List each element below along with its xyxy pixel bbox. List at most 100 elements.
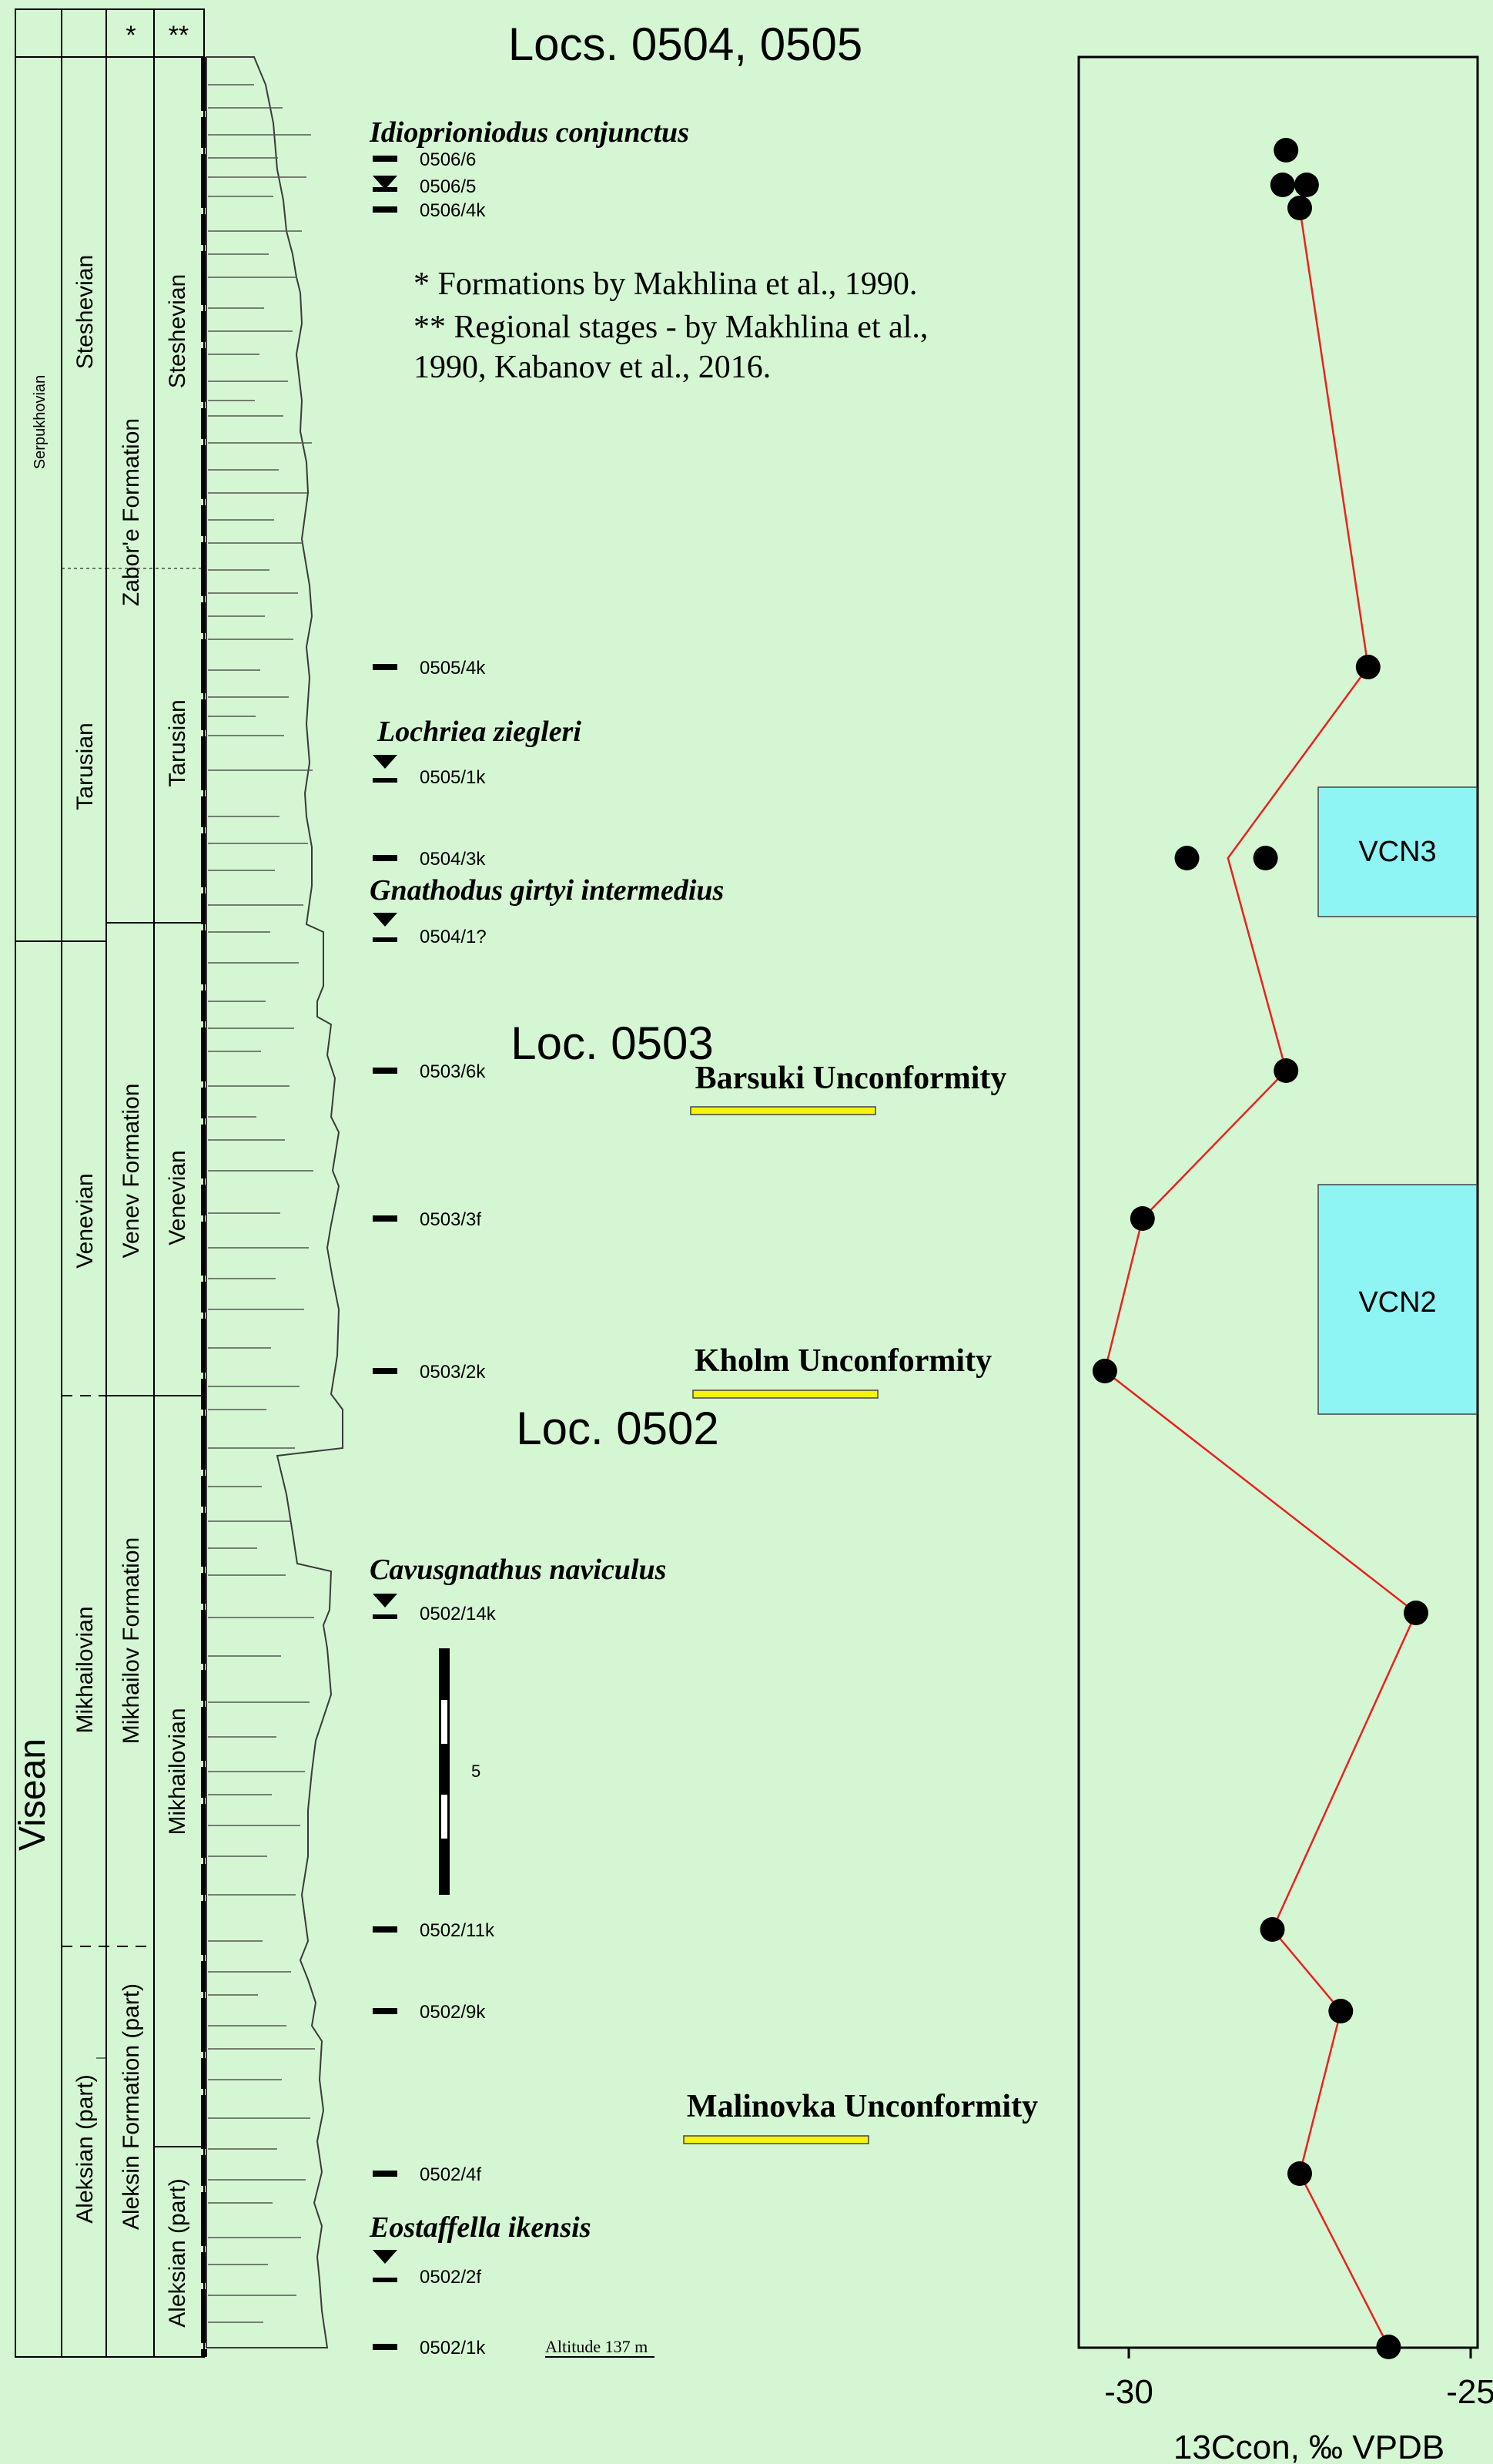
conodont-occurrence-icon (373, 913, 397, 927)
unconformity-malinovka-label: Malinovka Unconformity (687, 2089, 1038, 2124)
sample-label: 0506/4k (420, 200, 486, 221)
regional-stage-label-tarusian: Tarusian (165, 699, 190, 786)
sample-tick (373, 855, 397, 861)
x-axis-label: 13Ccon, ‰ VPDB (1173, 2429, 1444, 2464)
isotope-data-point (1274, 138, 1298, 163)
sample-tick (373, 1368, 397, 1374)
isotope-data-point (1093, 1359, 1117, 1383)
sample-tick (373, 1215, 397, 1222)
unconformity-kholm-bar (693, 1390, 878, 1398)
sample-tick (373, 937, 397, 942)
sample-label: 0502/1k (420, 2338, 486, 2358)
formation-label-aleksin: Aleksin Formation (part) (119, 1983, 144, 2230)
x-tick-label: -25 (1446, 2373, 1493, 2411)
sample-label: 0502/14k (420, 1604, 497, 1624)
isotope-data-point (1260, 1917, 1285, 1942)
isotope-data-point (1130, 1206, 1155, 1231)
system-label-visean: Visean (12, 1738, 53, 1851)
sample-label: 0503/2k (420, 1362, 486, 1383)
sample-label: 0502/11k (420, 1920, 495, 1941)
isotope-data-point (1270, 173, 1295, 197)
unconformity-barsuki-label: Barsuki Unconformity (695, 1061, 1007, 1096)
note-formations: * Formations by Makhlina et al., 1990. (413, 267, 917, 302)
regional-stage-label-venevian: Venevian (165, 1150, 190, 1245)
sample-tick (373, 1068, 397, 1074)
conodont-gnathodus: Gnathodus girtyi intermedius (370, 874, 724, 907)
unconformity-kholm-label: Kholm Unconformity (695, 1343, 992, 1379)
unconformity-barsuki-bar (691, 1107, 875, 1115)
sample-marks: 0506/6 0506/5 0506/4k 0505/4k 0505/1k 0504/3k… (373, 149, 497, 2358)
sample-tick (373, 664, 397, 670)
scale-bar: 5 (439, 1648, 480, 1895)
stage-label-steshevian: Steshevian (72, 255, 98, 369)
sample-tick (373, 1926, 397, 1933)
isotope-data-point (1287, 196, 1312, 220)
scale-bar-segment (441, 1700, 447, 1744)
system-label-serpukhovian: Serpukhovian (32, 375, 49, 469)
sample-label: 0504/1? (420, 927, 487, 947)
sample-label: 0506/6 (420, 149, 476, 170)
conodont-occurrence-icon (373, 1594, 397, 1607)
conodont-lochriea: Lochriea ziegleri (377, 716, 581, 748)
isotope-data-point (1376, 2335, 1401, 2359)
locality-title-0504-0505: Locs. 0504, 0505 (508, 18, 862, 70)
formation-label-venev: Venev Formation (119, 1084, 144, 1259)
conodont-idioprioniodus: Idioprioniodus conjunctus (369, 116, 689, 149)
conodont-occurrence-icon (373, 2250, 397, 2264)
sample-label: 0506/5 (420, 176, 476, 197)
sample-tick (373, 156, 397, 162)
isotope-data-point (1328, 1999, 1353, 2023)
sample-label: 0505/4k (420, 658, 486, 679)
sample-tick (373, 2008, 397, 2014)
stage-label-mikhailovian: Mikhailovian (72, 1606, 98, 1733)
regional-stage-label-mikhailovian: Mikhailovian (165, 1708, 190, 1835)
isotope-data-point (1274, 1058, 1298, 1083)
lithologic-log (204, 57, 343, 2357)
sample-label: 0503/3f (420, 1209, 481, 1230)
sample-label: 0505/1k (420, 767, 486, 788)
zone-label-vcn2: VCN2 (1358, 1286, 1436, 1319)
formation-marker: * (126, 21, 136, 50)
conodont-occurrence-icon (373, 755, 397, 769)
scale-bar-segment (441, 1795, 447, 1839)
stage-label-aleksian: Aleksian (part) (72, 2074, 98, 2223)
isotope-data-point (1254, 846, 1278, 870)
scale-bar-label: 5 (471, 1762, 480, 1781)
isotope-data-point (1294, 173, 1319, 197)
unconformity-malinovka-bar (684, 2136, 869, 2144)
formation-label-mikhailov: Mikhailov Formation (119, 1537, 144, 1744)
regional-stage-label-steshevian: Steshevian (165, 274, 190, 388)
stage-label-venevian: Venevian (72, 1173, 98, 1268)
scale-bar-segment (439, 1648, 450, 1895)
sample-label: 0502/2f (420, 2267, 481, 2288)
altitude-label: Altitude 137 m (545, 2337, 648, 2356)
sample-tick (373, 206, 397, 213)
sample-label: 0504/3k (420, 849, 486, 870)
conodont-cavusgnathus: Cavusgnathus naviculus (370, 1554, 666, 1586)
note-regional-stages: ** Regional stages - by Makhlina et al., (413, 310, 928, 345)
zone-label-vcn3: VCN3 (1358, 836, 1436, 868)
stage-marker: ** (169, 21, 189, 50)
formation-label-zabore: Zabor'e Formation (119, 418, 144, 606)
locality-title-0503: Loc. 0503 (510, 1017, 714, 1069)
stage-label-tarusian: Tarusian (72, 722, 98, 810)
regional-stage-label-aleksian: Aleksian (part) (165, 2178, 190, 2327)
sample-label: 0502/9k (420, 2002, 486, 2023)
sample-tick (373, 2344, 397, 2350)
isotope-data-point (1175, 846, 1200, 870)
conodont-eostaffella: Eostaffella ikensis (369, 2211, 591, 2244)
sample-tick (373, 2278, 397, 2282)
sample-tick (373, 1614, 397, 1619)
isotope-data-point (1356, 655, 1381, 679)
sample-tick (373, 2171, 397, 2177)
sample-tick (373, 778, 397, 783)
isotope-chart: VCN3 VCN2 -30 -25 13Ccon, ‰ VPDB (1079, 57, 1493, 2464)
x-tick-label: -30 (1104, 2373, 1153, 2411)
isotope-data-point (1404, 1601, 1428, 1625)
note-references: 1990, Kabanov et al., 2016. (413, 350, 771, 385)
sample-label: 0502/4f (420, 2164, 481, 2185)
locality-title-0502: Loc. 0502 (516, 1403, 719, 1454)
isotope-data-point (1287, 2161, 1312, 2186)
